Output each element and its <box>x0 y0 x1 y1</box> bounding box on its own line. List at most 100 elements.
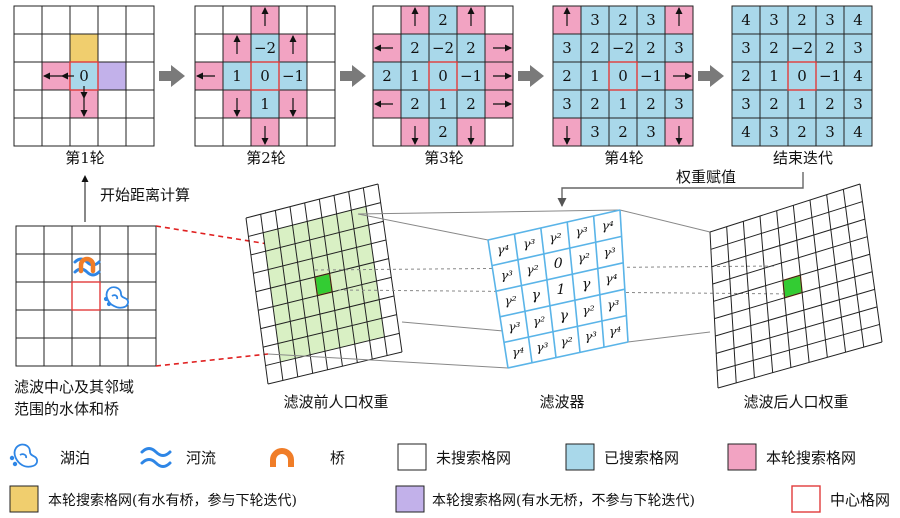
cell-value: −1 <box>460 67 482 85</box>
cell-value: 2 <box>646 95 656 113</box>
weight-assign-arrow <box>557 172 804 207</box>
cell-value: 3 <box>825 123 835 141</box>
round-label-2: 第2轮 <box>246 149 286 167</box>
legend: 湖泊 河流 桥 未搜索格网 已搜索格网 本轮搜索格网 本轮搜索格网(有水有桥，参… <box>9 443 890 513</box>
cell-value: 4 <box>853 11 863 29</box>
grid-cell <box>400 33 430 63</box>
legend-bridge-label: 桥 <box>330 449 345 467</box>
cell-value: 2 <box>646 39 656 57</box>
cell-value: 1 <box>410 67 420 85</box>
cell-value: 3 <box>769 11 779 29</box>
cell-value: 3 <box>741 95 751 113</box>
grid-cell <box>13 89 43 119</box>
cell-value: −2 <box>254 39 276 57</box>
kernel-value: 0 <box>554 256 563 272</box>
cell-value: 0 <box>260 67 270 85</box>
grid-cell <box>41 117 71 147</box>
grid-cell <box>759 89 789 119</box>
cell-value: 2 <box>466 39 476 57</box>
kernel-value: γ³ <box>508 320 520 334</box>
grid-cell <box>69 117 99 147</box>
kernel-value: γ³ <box>585 330 597 344</box>
grid-cell <box>731 5 761 35</box>
cell-value: 1 <box>769 67 779 85</box>
grid-cell <box>69 33 99 63</box>
grid-cell <box>372 61 402 91</box>
cell-value: −2 <box>791 39 813 57</box>
legend-unsearched-label: 未搜索格网 <box>436 449 511 467</box>
grid-cell <box>843 33 873 63</box>
legend-lake-label: 湖泊 <box>60 449 90 467</box>
kernel-value: γ⁴ <box>609 324 621 338</box>
grid-cell <box>125 61 155 91</box>
cell-value: 2 <box>590 95 600 113</box>
cell-value: 2 <box>825 95 835 113</box>
kernel-value: γ⁴ <box>512 346 524 360</box>
grid-cell <box>815 5 845 35</box>
grid-cell <box>222 117 252 147</box>
stage-arrow-2 <box>340 65 366 87</box>
grid-cell <box>306 5 336 35</box>
kernel-value: γ⁴ <box>602 219 614 233</box>
before-weight-grid <box>245 183 403 385</box>
cell-value: 2 <box>410 39 420 57</box>
neighborhood-caption-line2: 范围的水体和桥 <box>14 400 119 418</box>
cell-value: 3 <box>825 11 835 29</box>
start-calc-label: 开始距离计算 <box>100 186 190 204</box>
cell-value: 4 <box>853 67 863 85</box>
grid-cell <box>815 33 845 63</box>
legend-current-bridge-swatch <box>9 485 39 513</box>
grid-cell <box>13 5 43 35</box>
cell-value: 3 <box>646 11 656 29</box>
red-dashed-bottom <box>155 353 269 367</box>
grid-cell <box>636 33 666 63</box>
grid-cell <box>580 61 610 91</box>
round-label-1: 第1轮 <box>65 149 105 167</box>
legend-bridge-icon <box>270 448 294 467</box>
cell-value: 3 <box>562 39 572 57</box>
legend-river-label: 河流 <box>186 449 216 467</box>
stage-grid-1: 0 <box>13 5 155 147</box>
grid-cell <box>843 61 873 91</box>
legend-current-bridge-label: 本轮搜索格网(有水有桥，参与下轮迭代) <box>48 492 297 509</box>
weight-assign-label: 权重赋值 <box>676 168 736 186</box>
cell-value: 3 <box>769 123 779 141</box>
kernel-value: γ³ <box>607 298 619 312</box>
bridge-icon <box>78 256 96 274</box>
cell-value: 1 <box>260 95 270 113</box>
cell-value: 2 <box>618 123 628 141</box>
kernel-value: γ <box>582 276 591 292</box>
grid-cell <box>194 33 224 63</box>
cell-value: 3 <box>741 39 751 57</box>
grid-cell <box>194 5 224 35</box>
grid-cell <box>608 117 638 147</box>
grid-cell <box>484 117 514 147</box>
cell-value: 1 <box>590 67 600 85</box>
grid-cell <box>125 33 155 63</box>
cell-value: −2 <box>432 39 454 57</box>
grid-cell <box>222 5 252 35</box>
cell-value: −2 <box>612 39 634 57</box>
grid-cell <box>306 61 336 91</box>
grid-cell <box>552 89 582 119</box>
grid-cell <box>41 89 71 119</box>
grid-cell <box>41 5 71 35</box>
kernel-value: γ² <box>561 335 573 349</box>
cell-value: 3 <box>590 11 600 29</box>
before-weight-label: 滤波前人口权重 <box>283 393 388 411</box>
grid-cell <box>372 117 402 147</box>
legend-current-nobridge-swatch <box>395 485 425 513</box>
cell-value: 2 <box>741 67 751 85</box>
grid-cell <box>97 117 127 147</box>
grid-cell <box>97 33 127 63</box>
kernel-value: γ³ <box>501 269 513 283</box>
neighborhood-center-cell <box>71 281 101 311</box>
cell-value: 2 <box>410 95 420 113</box>
legend-center-label: 中心格网 <box>830 491 890 509</box>
neighborhood-grid <box>15 225 157 367</box>
cell-value: 1 <box>797 95 807 113</box>
